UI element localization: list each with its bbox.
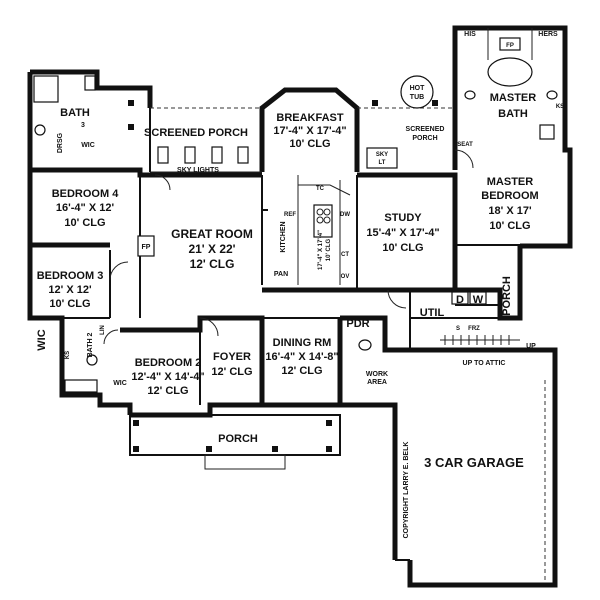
kitchen-ov: OV — [341, 274, 350, 280]
master-bedroom-label-2: BEDROOM — [481, 190, 538, 202]
dining-label: DINING RM — [273, 337, 332, 349]
garage-label: 3 CAR GARAGE — [424, 455, 524, 470]
great-room-ceiling: 12' CLG — [190, 257, 235, 271]
ks-bath2-label: KS — [65, 351, 71, 359]
great-room-label: GREAT ROOM — [171, 227, 253, 241]
master-bath-label-2: BATH — [498, 108, 528, 120]
kitchen-ref: REF — [284, 212, 296, 218]
master-bath-label-1: MASTER — [490, 92, 537, 104]
util-label: UTIL — [420, 307, 445, 319]
his-label: HIS — [464, 31, 476, 38]
front-porch — [129, 414, 341, 470]
front-porch-label: PORCH — [218, 433, 258, 445]
sky-lt-label-2: LT — [379, 160, 386, 166]
dryer-label: D — [456, 294, 464, 306]
screened-porch-2-label-1: SCREENED — [406, 126, 445, 133]
work-area-label-2: AREA — [367, 379, 387, 386]
hot-tub-label-1: HOT — [410, 85, 426, 92]
study-size: 15'-4" X 17'-4" — [366, 227, 439, 239]
bedroom-3-size: 12' X 12' — [48, 284, 92, 296]
seat-label: SEAT — [457, 142, 473, 148]
bedroom-3-label: BEDROOM 3 — [37, 270, 104, 282]
hot-tub-label-2: TUB — [410, 94, 424, 101]
fixtures — [33, 28, 558, 393]
foyer-label: FOYER — [213, 351, 251, 363]
washer-label: W — [473, 294, 484, 306]
copyright-label: COPYRIGHT LARRY E. BELK — [403, 442, 410, 539]
labels: SCREENED PORCH SKY LIGHTS BREAKFAST 17'-… — [36, 31, 564, 538]
wic-3-label: WIC — [81, 142, 95, 149]
kitchen-dw: DW — [340, 212, 350, 218]
up-label: UP — [526, 343, 536, 350]
pdr-label: PDR — [346, 318, 369, 330]
kitchen-label: KITCHEN — [280, 221, 287, 252]
up-to-attic-label: UP TO ATTIC — [463, 360, 506, 367]
work-area-label-1: WORK — [366, 371, 388, 378]
bedroom-4-label: BEDROOM 4 — [52, 188, 120, 200]
bath-2-label: BATH 2 — [87, 333, 94, 358]
kitchen-ct: CT — [341, 252, 349, 258]
fp-great-label: FP — [142, 244, 151, 251]
foyer-ceiling: 12' CLG — [211, 366, 252, 378]
screened-porch-label: SCREENED PORCH — [144, 127, 248, 139]
bath-3-label-2: 3 — [81, 122, 85, 129]
kitchen-tc: TC — [316, 186, 325, 192]
attic-stairs — [440, 335, 520, 345]
master-bedroom-ceiling: 10' CLG — [489, 220, 530, 232]
kitchen-ceiling: 10' CLG — [326, 238, 332, 261]
dining-size: 16'-4" X 14'-8" — [265, 351, 338, 363]
fp-master-label: FP — [506, 43, 514, 49]
pan-label: PAN — [274, 271, 288, 278]
frz-label: FRZ — [468, 326, 480, 332]
master-bedroom-size: 18' X 17' — [488, 205, 532, 217]
great-room-size: 21' X 22' — [188, 242, 235, 256]
ks-master-label: KS — [556, 104, 564, 110]
s-label: S — [456, 326, 460, 332]
sky-lt-label-1: SKY — [376, 152, 388, 158]
dining-ceiling: 12' CLG — [281, 365, 322, 377]
bath-3-label-1: BATH — [60, 107, 90, 119]
kitchen-size: 17'-4" X 17'-4" — [318, 230, 324, 270]
bedroom-4-size: 16'-4" X 12' — [56, 202, 115, 214]
bedroom-3-ceiling: 10' CLG — [49, 298, 90, 310]
breakfast-label: BREAKFAST — [276, 112, 344, 124]
screened-porch-2-label-2: PORCH — [412, 135, 437, 142]
drsg-label: DRSG — [57, 132, 64, 153]
breakfast-ceiling: 10' CLG — [289, 138, 330, 150]
wic-bed2-label: WIC — [113, 380, 127, 387]
bedroom-2-ceiling: 12' CLG — [147, 385, 188, 397]
hers-label: HERS — [538, 31, 558, 38]
study-ceiling: 10' CLG — [382, 242, 423, 254]
breakfast-size: 17'-4" X 17'-4" — [273, 125, 346, 137]
bedroom-2-size: 12'-4" X 14'-4" — [131, 371, 204, 383]
master-bedroom-label-1: MASTER — [487, 176, 534, 188]
bedroom-4-ceiling: 10' CLG — [64, 217, 105, 229]
sky-lights-label: SKY LIGHTS — [177, 167, 219, 174]
wic-left-label: WIC — [36, 329, 48, 350]
bedroom-2-label: BEDROOM 2 — [135, 357, 202, 369]
porch-side-label: PORCH — [501, 276, 513, 316]
study-label: STUDY — [384, 212, 422, 224]
lin-label: LIN — [100, 325, 106, 335]
